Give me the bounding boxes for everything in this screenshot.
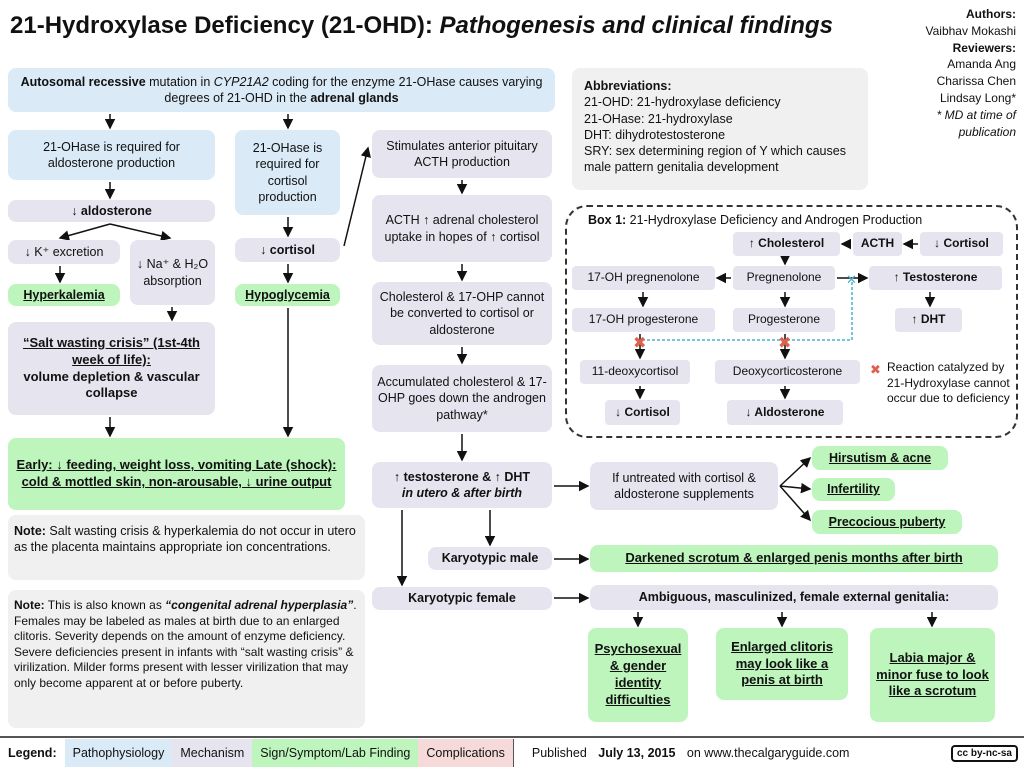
precocious-puberty: Precocious puberty — [812, 510, 962, 534]
authors: Authors: Vaibhav Mokashi Reviewers: Aman… — [912, 6, 1017, 140]
darkened-scrotum: Darkened scrotum & enlarged penis months… — [590, 545, 998, 572]
cortisol-requirement: 21-OHase is required for cortisol produc… — [235, 130, 340, 215]
decreased-cortisol: ↓ cortisol — [235, 238, 340, 262]
box1-title: Box 1: 21-Hydroxylase Deficiency and And… — [588, 213, 923, 227]
author: Vaibhav Mokashi — [925, 23, 1017, 38]
footer: Legend: Pathophysiology Mechanism Sign/S… — [0, 736, 1024, 768]
reviewer: Lindsay Long* — [939, 90, 1016, 105]
note-placenta: Note: Salt wasting crisis & hyperkalemia… — [8, 515, 365, 580]
box1-progesterone: Progesterone — [733, 308, 835, 332]
legend-mechanism: Mechanism — [172, 739, 253, 767]
legend-label: Legend: — [8, 746, 57, 760]
box1-11-deoxycortisol: 11-deoxycortisol — [580, 360, 690, 384]
legend-x-icon: ✖ — [870, 362, 881, 377]
aldosterone-requirement: 21-OHase is required for aldosterone pro… — [8, 130, 215, 180]
hirsutism: Hirsutism & acne — [812, 446, 948, 470]
authors-note: * MD at time of publication — [936, 107, 1016, 139]
box1-legend: Reaction catalyzed by 21-Hydroxylase can… — [887, 360, 1010, 406]
abbreviations: Abbreviations: 21-OHD: 21-hydroxylase de… — [572, 68, 868, 190]
decreased-na-absorption: ↓ Na⁺ & H₂O absorption — [130, 240, 215, 305]
enlarged-clitoris: Enlarged clitoris may look like a penis … — [716, 628, 848, 700]
karyotypic-female: Karyotypic female — [372, 587, 552, 610]
infertility: Infertility — [812, 478, 895, 501]
salt-wasting-symptoms: Early: ↓ feeding, weight loss, vomiting … — [8, 438, 345, 510]
psychosexual-difficulties: Psychosexual & gender identity difficult… — [588, 628, 688, 722]
acth-stimulation: Stimulates anterior pituitary ACTH produ… — [372, 130, 552, 178]
hypoglycemia: Hypoglycemia — [235, 284, 340, 306]
box1-pregnenolone: Pregnenolone — [733, 266, 835, 290]
title-main: 21-Hydroxylase Deficiency (21-OHD): — [10, 12, 440, 39]
salt-wasting-crisis: “Salt wasting crisis” (1st-4th week of l… — [8, 322, 215, 415]
authors-label: Authors: — [966, 7, 1016, 21]
reviewer: Charissa Chen — [936, 74, 1016, 89]
box1-deoxycorticosterone: Deoxycorticosterone — [715, 360, 860, 384]
block-x-icon: ✖ — [778, 335, 792, 352]
box1-acth: ACTH — [853, 232, 902, 256]
legend-sign: Sign/Symptom/Lab Finding — [252, 739, 419, 767]
title-sub: Pathogenesis and clinical findings — [439, 12, 833, 39]
published: Published July 13, 2015 on www.thecalgar… — [512, 739, 866, 767]
cc-license-icon: cc by-nc-sa — [950, 744, 1018, 762]
box1-17oh-pregnenolone: 17-OH pregnenolone — [572, 266, 715, 290]
legend-pathophysiology: Pathophysiology — [64, 739, 173, 767]
block-x-icon: ✖ — [633, 335, 647, 352]
box1-testosterone: ↑ Testosterone — [869, 266, 1002, 290]
box1-17oh-progesterone: 17-OH progesterone — [572, 308, 715, 332]
decreased-aldosterone: ↓ aldosterone — [8, 200, 215, 222]
page-title: 21-Hydroxylase Deficiency (21-OHD): Path… — [10, 12, 900, 40]
karyotypic-male: Karyotypic male — [428, 547, 552, 570]
ambiguous-genitalia: Ambiguous, masculinized, female external… — [590, 585, 998, 610]
box1-cortisol: ↓ Cortisol — [605, 400, 680, 425]
conversion-blocked: Cholesterol & 17-OHP cannot be converted… — [372, 282, 552, 345]
box1-aldosterone: ↓ Aldosterone — [727, 400, 843, 425]
labia-fusion: Labia major & minor fuse to look like a … — [870, 628, 995, 722]
box1-dht: ↑ DHT — [895, 308, 962, 332]
reviewer: Amanda Ang — [947, 57, 1016, 72]
hyperkalemia: Hyperkalemia — [8, 284, 120, 306]
genetics-box: Autosomal recessive mutation in CYP21A2 … — [8, 68, 555, 112]
legend-complications: Complications — [418, 739, 513, 767]
reviewers-label: Reviewers: — [952, 40, 1016, 55]
alternate-pathway-x-icon: ✕ — [846, 272, 857, 287]
untreated: If untreated with cortisol & aldosterone… — [590, 462, 778, 510]
cholesterol-uptake: ACTH ↑ adrenal cholesterol uptake in hop… — [372, 195, 552, 262]
androgen-pathway: Accumulated cholesterol & 17-OHP goes do… — [372, 365, 552, 432]
box1-cholesterol: ↑ Cholesterol — [733, 232, 840, 256]
note-cah: Note: This is also known as “congenital … — [8, 590, 365, 728]
box1-cortisol-top: ↓ Cortisol — [920, 232, 1003, 256]
decreased-k-excretion: ↓ K⁺ excretion — [8, 240, 120, 264]
box1-androgen-production — [565, 205, 1018, 438]
